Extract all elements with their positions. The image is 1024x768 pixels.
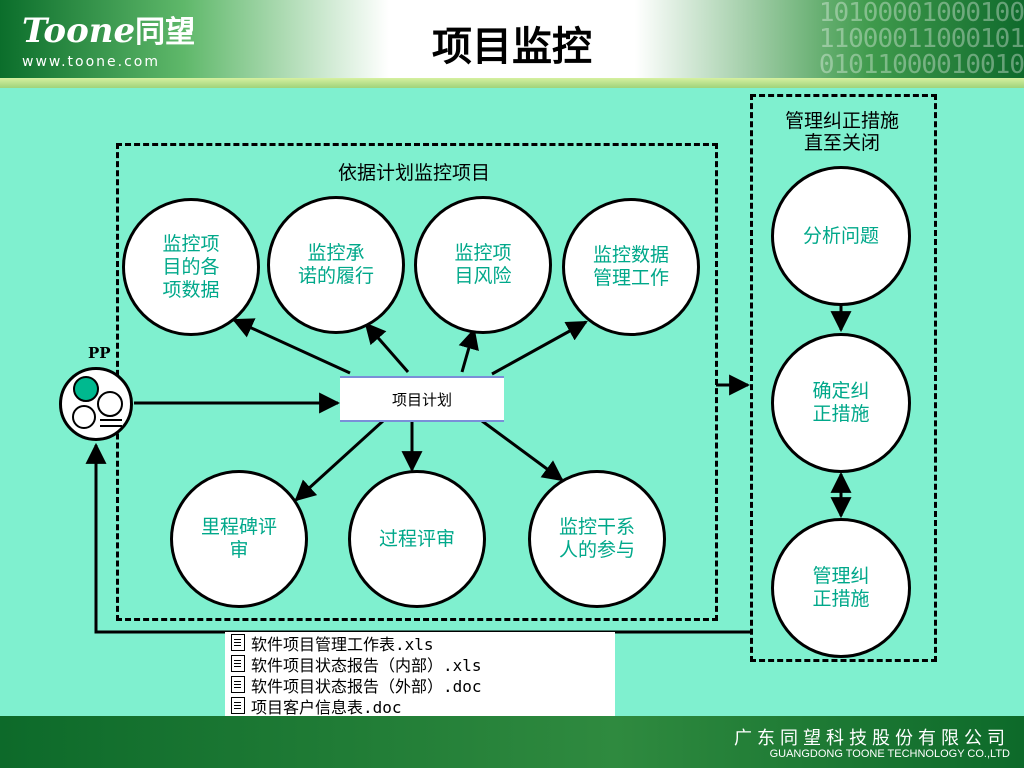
file-name: 软件项目状态报告（外部）.doc	[251, 676, 482, 696]
monitor-plan-label: 依据计划监控项目	[337, 162, 490, 184]
circle-text: 监控干系 人的参与	[558, 516, 635, 561]
circle-text: 管理纠 正措施	[812, 565, 870, 610]
circle-text: 分析问题	[802, 224, 879, 247]
binary-row: 10100001000100	[818, 0, 1024, 28]
circle-text: 监控承 诺的履行	[297, 242, 374, 287]
logo-url: www.toone.com	[22, 54, 160, 70]
circle-analyze-problem: 分析问题	[771, 166, 911, 306]
circle-process-review: 过程评审	[348, 470, 486, 608]
file-name: 软件项目管理工作表.xls	[251, 634, 434, 654]
pp-document-icon	[59, 367, 133, 441]
arrow-to-circle-1	[232, 318, 351, 375]
file-item[interactable]: 软件项目状态报告（外部）.doc	[225, 674, 615, 696]
document-icon	[231, 697, 245, 714]
circle-text: 过程评审	[378, 527, 455, 550]
page-title: 项目监控	[432, 23, 592, 70]
header-band	[0, 78, 1024, 88]
binary-row: 01011000010010	[818, 50, 1024, 80]
circle-stakeholder-involvement: 监控干系 人的参与	[528, 470, 666, 608]
arrow-to-circle-2	[364, 322, 410, 373]
circle-monitor-risks: 监控项 目风险	[414, 196, 552, 334]
footer-company-cn: 广东同望科技股份有限公司	[734, 728, 1010, 749]
logo-cn-text: 同望	[135, 15, 196, 50]
footer-company-en: GUANGDONG TOONE TECHNOLOGY CO.,LTD	[769, 748, 1010, 760]
arrow-to-circle-7	[481, 419, 564, 482]
corrective-action-box	[750, 94, 937, 662]
circle-manage-corrective-action: 管理纠 正措施	[771, 518, 911, 658]
circle-text: 里程碑评 审	[200, 516, 277, 561]
circle-monitor-project-data: 监控项 目的各 项数据	[122, 198, 260, 336]
arrow-to-circle-5	[294, 419, 385, 502]
file-item[interactable]: 软件项目状态报告（内部）.xls	[225, 653, 615, 675]
circle-monitor-data-management: 监控数据 管理工作	[562, 198, 700, 336]
pp-icon-shapes	[72, 376, 123, 429]
file-item[interactable]: 软件项目管理工作表.xls	[225, 632, 615, 654]
circle-determine-corrective-action: 确定纠 正措施	[771, 333, 911, 473]
circle-text: 确定纠 正措施	[812, 380, 870, 425]
logo-text: Toone	[22, 11, 136, 51]
file-item[interactable]: 项目客户信息表.doc	[225, 695, 615, 717]
document-icon	[231, 655, 245, 672]
pp-label: PP	[88, 344, 111, 362]
file-list: 软件项目管理工作表.xls 软件项目状态报告（内部）.xls 软件项目状态报告（…	[225, 632, 615, 717]
file-name: 项目客户信息表.doc	[251, 697, 402, 717]
footer-bar: 广东同望科技股份有限公司 GUANGDONG TOONE TECHNOLOGY …	[0, 716, 1024, 768]
circle-monitor-commitments: 监控承 诺的履行	[267, 196, 405, 334]
document-icon	[231, 634, 245, 651]
arrow-to-circle-3	[458, 327, 479, 373]
file-name: 软件项目状态报告（内部）.xls	[251, 655, 482, 675]
circle-text: 监控项 目的各 项数据	[162, 232, 220, 301]
corrective-action-label: 管理纠正措施 直至关闭	[784, 110, 899, 154]
document-icon	[231, 676, 245, 693]
circle-text: 监控项 目风险	[454, 242, 512, 287]
project-plan-node: 项目计划	[340, 376, 504, 422]
binary-row: 11000011000101	[818, 24, 1024, 54]
arrow-to-circle-4	[491, 320, 588, 376]
circle-text: 监控数据 管理工作	[592, 244, 669, 289]
company-logo: Toone同望 www.toone.com	[22, 12, 195, 70]
circle-milestone-review: 里程碑评 审	[170, 470, 308, 608]
